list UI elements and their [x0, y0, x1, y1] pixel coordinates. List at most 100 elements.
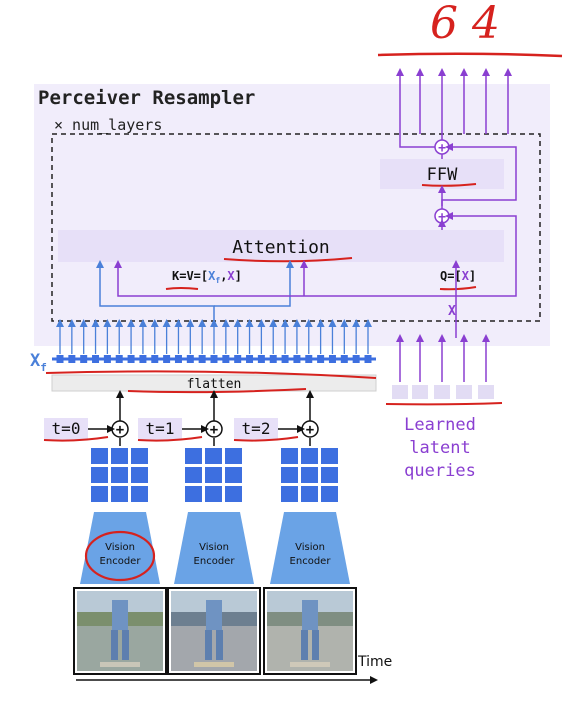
vision-encoder-label-line2: Encoder [100, 556, 142, 567]
patch-feature-cell [321, 486, 338, 502]
residual-add-middle-plus: + [438, 210, 446, 225]
latent-query-box [434, 385, 450, 399]
handwritten-underline-kv [165, 287, 199, 290]
perceiver-resampler-title: Perceiver Resampler [38, 87, 255, 109]
output-branch [399, 134, 435, 148]
patch-feature-cell [225, 486, 242, 502]
patch-feature-cell [111, 467, 128, 483]
vision-encoder-label-line1: Vision [199, 542, 229, 553]
patch-feature-cell [301, 448, 318, 464]
timestep-label: t=0 [52, 419, 81, 438]
patch-feature-cell [185, 486, 202, 502]
handwritten-underline-ffw [421, 183, 477, 187]
frame-person-leg [111, 630, 118, 660]
frame-skateboard [290, 662, 330, 667]
latent-query-box [478, 385, 494, 399]
frame-person-torso [206, 600, 222, 630]
flatten-label: flatten [187, 377, 242, 392]
patch-feature-cell [91, 448, 108, 464]
patch-feature-cell [131, 486, 148, 502]
frame-skateboard [100, 662, 140, 667]
handwritten-underline-q [439, 286, 477, 291]
q-label: Q=[X] [440, 269, 476, 283]
handwritten-underline-timestep [137, 436, 203, 442]
vision-encoder-shape [174, 512, 254, 584]
kv-xf-input-right [214, 260, 294, 307]
latent-query-box [412, 385, 428, 399]
patch-feature-cell [111, 448, 128, 464]
attention-label: Attention [232, 237, 330, 258]
frame-person-leg [122, 630, 129, 660]
patch-feature-cell [91, 467, 108, 483]
vision-encoder-label-line2: Encoder [194, 556, 236, 567]
handwritten-underline-latent [385, 402, 503, 406]
xf-token-row [52, 355, 376, 363]
patch-feature-cell [281, 486, 298, 502]
timestep-label: t=1 [146, 419, 175, 438]
xf-token-arrows [56, 319, 372, 354]
xf-label: Xf [30, 351, 47, 374]
patch-feature-cell [131, 467, 148, 483]
vision-encoder-label-line1: Vision [295, 542, 325, 553]
patch-feature-cell [205, 467, 222, 483]
timestep-label: t=2 [242, 419, 271, 438]
patch-feature-cell [281, 448, 298, 464]
handwritten-64-annotation: 6 4 [430, 0, 500, 49]
patch-feature-cell [281, 467, 298, 483]
latent-query-boxes [392, 385, 494, 399]
patch-feature-cell [321, 467, 338, 483]
output-arrows [396, 68, 512, 148]
frame-person-leg [205, 630, 212, 660]
residual-skip-attention [445, 212, 517, 297]
patch-feature-cell [185, 467, 202, 483]
patch-feature-cell [205, 486, 222, 502]
latent-label-line3: queries [404, 461, 476, 481]
latent-label-line2: latent [409, 438, 470, 458]
frame-person-leg [312, 630, 319, 660]
patch-feature-cell [111, 486, 128, 502]
patch-feature-cell [225, 448, 242, 464]
timestep-label-bg [44, 418, 88, 440]
vision-encoder-shape [270, 512, 350, 584]
handwritten-underline-timestep [43, 436, 109, 442]
frame-person-torso [112, 600, 128, 630]
frame-person-torso [302, 600, 318, 630]
frame-person-leg [216, 630, 223, 660]
vision-encoder-shape [80, 512, 160, 584]
patch-feature-cell [301, 486, 318, 502]
residual-skip-ffw [441, 143, 517, 206]
latent-query-arrows [396, 334, 490, 382]
vision-encoder-label-line2: Encoder [290, 556, 332, 567]
patch-feature-cell [131, 448, 148, 464]
patch-feature-cell [91, 486, 108, 502]
kv-label: K=V=[Xf,X] [172, 269, 242, 285]
vision-encoder-label-line1: Vision [105, 542, 135, 553]
frame-person-leg [301, 630, 308, 660]
attention-box [58, 230, 504, 262]
add-circle-plus: + [306, 422, 314, 438]
latent-query-box [456, 385, 472, 399]
add-circle-plus: + [210, 422, 218, 438]
kv-xf-input-left [96, 260, 215, 321]
time-axis-label: Time [357, 654, 392, 670]
add-circle-plus: + [116, 422, 124, 438]
latent-label-line1: Learned [404, 415, 476, 435]
patch-feature-cell [185, 448, 202, 464]
latent-query-box [392, 385, 408, 399]
residual-add-top-plus: + [438, 141, 446, 156]
ffw-label: FFW [427, 165, 458, 185]
handwritten-underline-timestep [233, 436, 299, 442]
handwritten-circle-encoder [84, 530, 156, 582]
timestep-label-bg [234, 418, 278, 440]
handwritten-underline-flatten [45, 370, 377, 379]
kv-latent-input-left [114, 260, 456, 297]
num-layers-label: × num_layers [54, 116, 162, 134]
patch-feature-cell [321, 448, 338, 464]
timestep-label-bg [138, 418, 182, 440]
handwritten-underline-64 [377, 52, 563, 58]
patch-feature-cell [205, 448, 222, 464]
patch-feature-cell [301, 467, 318, 483]
